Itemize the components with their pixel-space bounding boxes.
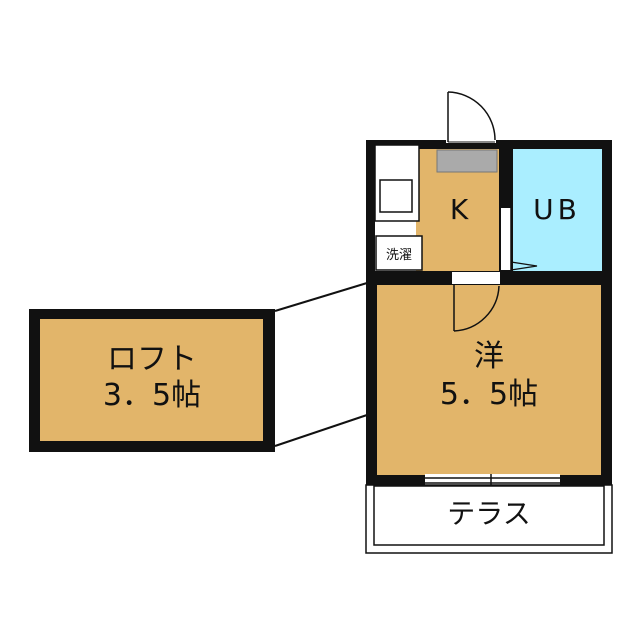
room-door-opening bbox=[452, 272, 500, 284]
sink-counter bbox=[374, 144, 420, 222]
terrace-window bbox=[425, 474, 560, 486]
loft-connector-bottom bbox=[274, 414, 368, 447]
kitchen-name: K bbox=[450, 193, 469, 226]
western-room-name: 洋 bbox=[474, 339, 504, 374]
loft-connector-top bbox=[274, 282, 368, 312]
entrance-opening bbox=[446, 137, 496, 143]
terrace: テラス bbox=[365, 484, 613, 554]
room-door bbox=[453, 284, 500, 332]
loft-name: ロフト bbox=[107, 342, 197, 377]
bath-floor bbox=[513, 149, 602, 271]
bath-door-swing bbox=[510, 261, 538, 271]
bath-name: UB bbox=[533, 193, 581, 226]
washer-label: 洗濯 bbox=[386, 248, 412, 263]
stove-counter bbox=[436, 149, 498, 173]
entrance-door bbox=[447, 91, 496, 143]
bath-door-opening bbox=[501, 208, 511, 270]
loft-size: 3．5帖 bbox=[103, 378, 201, 413]
loft-floor bbox=[40, 319, 263, 441]
loft-room: ロフト 3．5帖 bbox=[29, 309, 275, 452]
western-room-size: 5．5帖 bbox=[440, 377, 538, 412]
terrace-name: テラス bbox=[447, 497, 530, 530]
washer-space: 洗濯 bbox=[375, 235, 423, 271]
western-room-floor bbox=[377, 285, 601, 475]
